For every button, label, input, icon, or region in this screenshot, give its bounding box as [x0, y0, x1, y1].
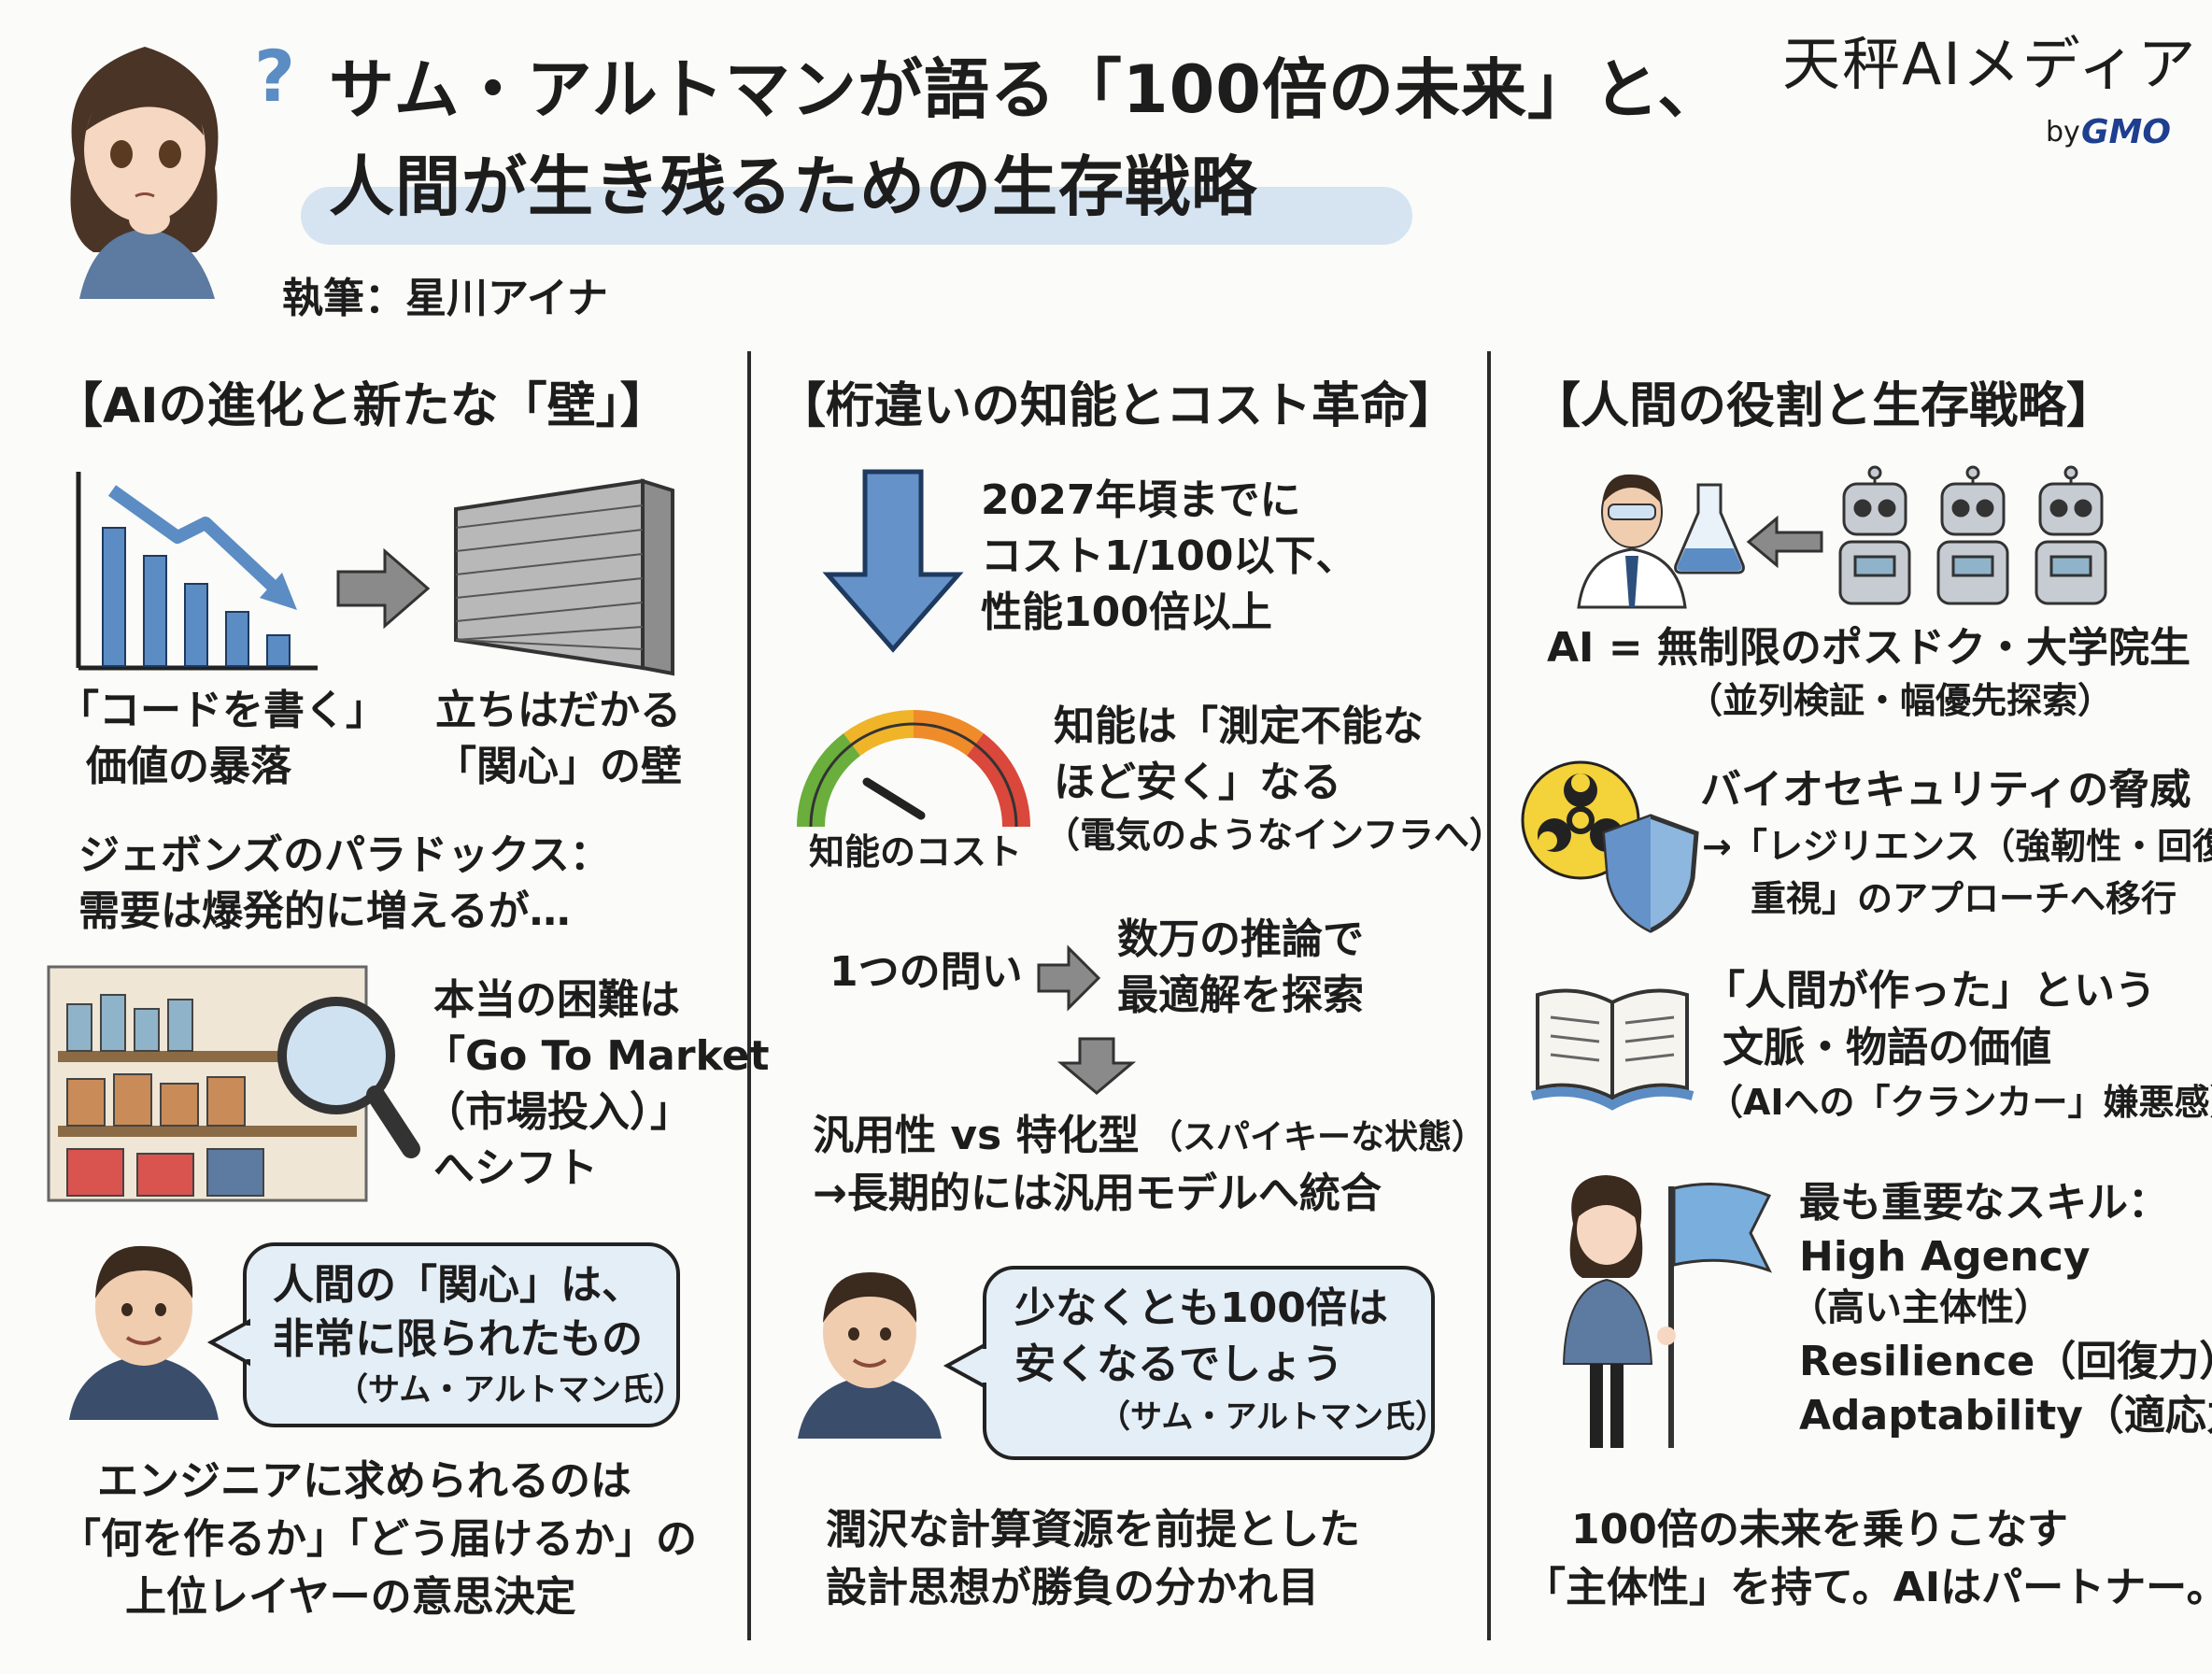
col2-heading: 【桁違いの知能とコスト革命】 — [777, 378, 1458, 434]
arrow-left-icon — [1746, 515, 1823, 569]
woman-flag-icon — [1562, 1175, 1773, 1448]
col1-footer-line3: 上位レイヤーの意思決定 — [125, 1573, 576, 1621]
general-line2: →長期的には汎用モデルへ統合 — [813, 1170, 1382, 1217]
thinking-woman-icon — [70, 47, 219, 299]
man-avatar-icon — [798, 1272, 942, 1439]
gauge-icon — [797, 710, 1030, 828]
intel-line1: 知能は「測定不能な — [1054, 702, 1424, 750]
story-line1: 「人間が作った」という — [1704, 967, 2156, 1014]
ai-postdoc-line1: AI = 無制限のポスドク・大学院生 — [1547, 624, 2191, 672]
col1-quote-line1: 人間の「関心」は、 — [273, 1261, 643, 1309]
code-value-line2: 価値の暴落 — [86, 743, 291, 790]
skill-line3: （高い主体性） — [1790, 1286, 2051, 1329]
story-line3: （AIへの「クランカー」嫌悪感） — [1708, 1082, 2212, 1123]
col2-quote-source: （サム・アルトマン氏） — [1099, 1398, 1447, 1436]
inference-line1: 数万の推論で — [1117, 915, 1364, 963]
man-avatar-icon — [69, 1245, 219, 1420]
page-title-line2: 人間が生き残るための生存戦略 — [329, 149, 1257, 225]
column-divider-1 — [747, 351, 751, 1640]
col1-heading: 【AIの進化と新たな「壁」】 — [54, 378, 669, 434]
wall-line1: 立ちはだかる — [435, 687, 682, 734]
cost-line1: 2027年頃までに — [981, 476, 1301, 524]
skill-line1: 最も重要なスキル： — [1799, 1179, 2169, 1227]
market-shelf-icon — [47, 965, 368, 1202]
code-value-line1: 「コードを書く」 — [58, 687, 387, 734]
scientist-icon — [1577, 474, 1687, 609]
arrow-right-icon — [336, 547, 431, 630]
gtm-line3: （市場投入）」 — [424, 1088, 691, 1136]
cost-line2: コスト1/100以下、 — [981, 532, 1357, 580]
gtm-line1: 本当の困難は — [433, 976, 680, 1024]
author-name: 執筆：星川アイナ — [282, 275, 608, 322]
story-line2: 文脈・物語の価値 — [1723, 1024, 2051, 1071]
bio-line3: 重視」のアプローチへ移行 — [1751, 878, 2177, 919]
author-avatar — [37, 19, 252, 299]
gauge-label: 知能のコスト — [809, 831, 1023, 872]
bio-line2: →「レジリエンス（強靭性・回復力） — [1702, 826, 2212, 867]
col2-quote-line2: 安くなるでしょう — [1014, 1341, 1343, 1388]
wall-line2: 「関心」の壁 — [435, 743, 682, 790]
general-main: 汎用性 vs 特化型 — [813, 1112, 1140, 1159]
question-mark: ? — [254, 35, 296, 118]
col1-quote-bubble — [243, 1242, 680, 1427]
col2-quote-line1: 少なくとも100倍は — [1014, 1284, 1388, 1332]
shield-icon — [1602, 814, 1699, 933]
col2-footer-line1: 潤沢な計算資源を前提とした — [826, 1506, 1360, 1553]
brick-wall-icon — [454, 478, 674, 676]
gtm-line4: へシフト — [433, 1144, 598, 1192]
title-highlight — [301, 187, 1412, 245]
question-label: 1つの問い — [830, 948, 1023, 996]
media-logo: 天秤AIメディア — [1782, 30, 2198, 98]
logo-brand: GMO — [2081, 113, 2171, 151]
down-arrow-icon — [822, 469, 964, 653]
down-arrow-icon — [1056, 1037, 1137, 1095]
col3-footer-line1: 100倍の未来を乗りこなす — [1571, 1506, 2068, 1553]
bio-line1: バイオセキュリティの脅威 — [1700, 766, 2191, 814]
col1-quote-line2: 非常に限られたもの — [273, 1315, 643, 1363]
arrow-right-icon — [1037, 944, 1101, 1012]
skill-line5: Adaptability（適応力） — [1799, 1392, 2212, 1440]
col1-footer-line1: エンジニアに求められるのは — [97, 1457, 631, 1505]
intel-line2: ほど安く」なる — [1054, 759, 1341, 806]
col1-quote-source: （サム・アルトマン氏） — [336, 1371, 685, 1409]
ai-postdoc-line2: （並列検証・幅優先探索） — [1687, 680, 2114, 721]
jevons-line2: 需要は爆発的に増えるが… — [78, 887, 571, 935]
general-sub: （スパイキーな状態） — [1149, 1118, 1486, 1156]
logo-by: by — [2046, 116, 2080, 149]
skill-line4: Resilience（回復力） — [1799, 1338, 2212, 1385]
col1-footer-line2: 「何を作るか」「どう届けるか」の — [60, 1515, 697, 1563]
skill-line2: High Agency — [1799, 1233, 2091, 1281]
open-book-icon — [1530, 988, 1694, 1111]
magnifier-icon — [277, 997, 420, 1158]
bubble-tail — [943, 1341, 990, 1390]
column-divider-2 — [1487, 351, 1491, 1640]
page-title-line1: サム・アルトマンが語る「100倍の未来」と、 — [329, 51, 1724, 128]
robot-icon — [1838, 465, 2107, 605]
col3-footer-line2: 「主体性」を持て。AIはパートナー。 — [1524, 1564, 2212, 1611]
inference-line2: 最適解を探索 — [1117, 972, 1364, 1019]
intel-line3: （電気のようなインフラへ） — [1044, 815, 1505, 856]
cost-line3: 性能100倍以上 — [981, 589, 1272, 636]
col3-heading: 【人間の役割と生存戦略】 — [1532, 378, 2116, 434]
col2-footer-line2: 設計思想が勝負の分かれ目 — [826, 1564, 1319, 1611]
gtm-line2: 「Go To Market — [424, 1032, 770, 1080]
flask-icon — [1674, 483, 1745, 575]
bubble-tail — [206, 1318, 254, 1367]
declining-chart-icon — [76, 472, 318, 671]
jevons-line1: ジェボンズのパラドックス： — [78, 831, 611, 879]
